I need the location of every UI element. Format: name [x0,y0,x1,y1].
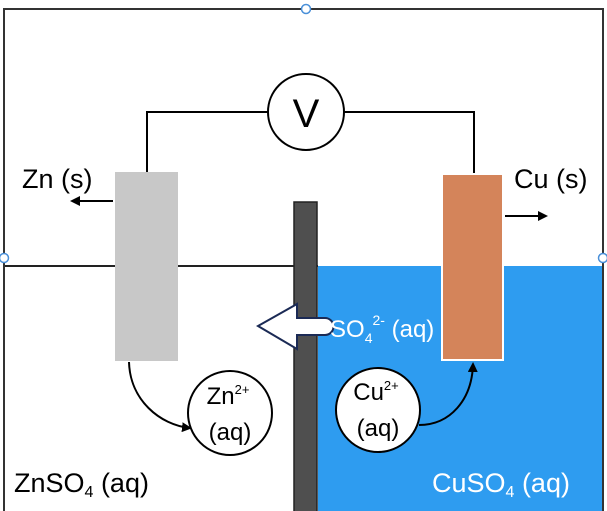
sulfate-label: SO42- (aq) [330,312,434,346]
zn-oxidation-arrow [128,361,192,433]
svg-text:Zn2+: Zn2+ [207,382,250,410]
copper-electrode [441,173,504,361]
resize-handle-top[interactable] [300,3,312,15]
znso4-label: ZnSO4 (aq) [14,468,149,501]
zn-ion-bubble: Zn2+ (aq) [187,370,273,456]
cu-reduction-arrow [418,362,478,426]
cuso4-label: CuSO4 (aq) [432,468,570,501]
porous-barrier [293,201,318,511]
sulfate-migration-arrow [255,302,335,351]
zn-label: Zn (s) [22,164,93,194]
svg-text:Cu2+: Cu2+ [353,378,399,406]
svg-text:(aq): (aq) [209,419,252,446]
cu-label: Cu (s) [514,164,588,194]
voltmeter: V [267,73,345,151]
resize-handle-left[interactable] [0,252,10,264]
svg-text:(aq): (aq) [357,415,400,442]
resize-handle-right[interactable] [597,252,607,264]
external-wire [146,111,475,175]
zinc-electrode [115,172,178,361]
voltmeter-label: V [293,92,320,136]
cu-ion-bubble: Cu2+ (aq) [335,367,421,453]
